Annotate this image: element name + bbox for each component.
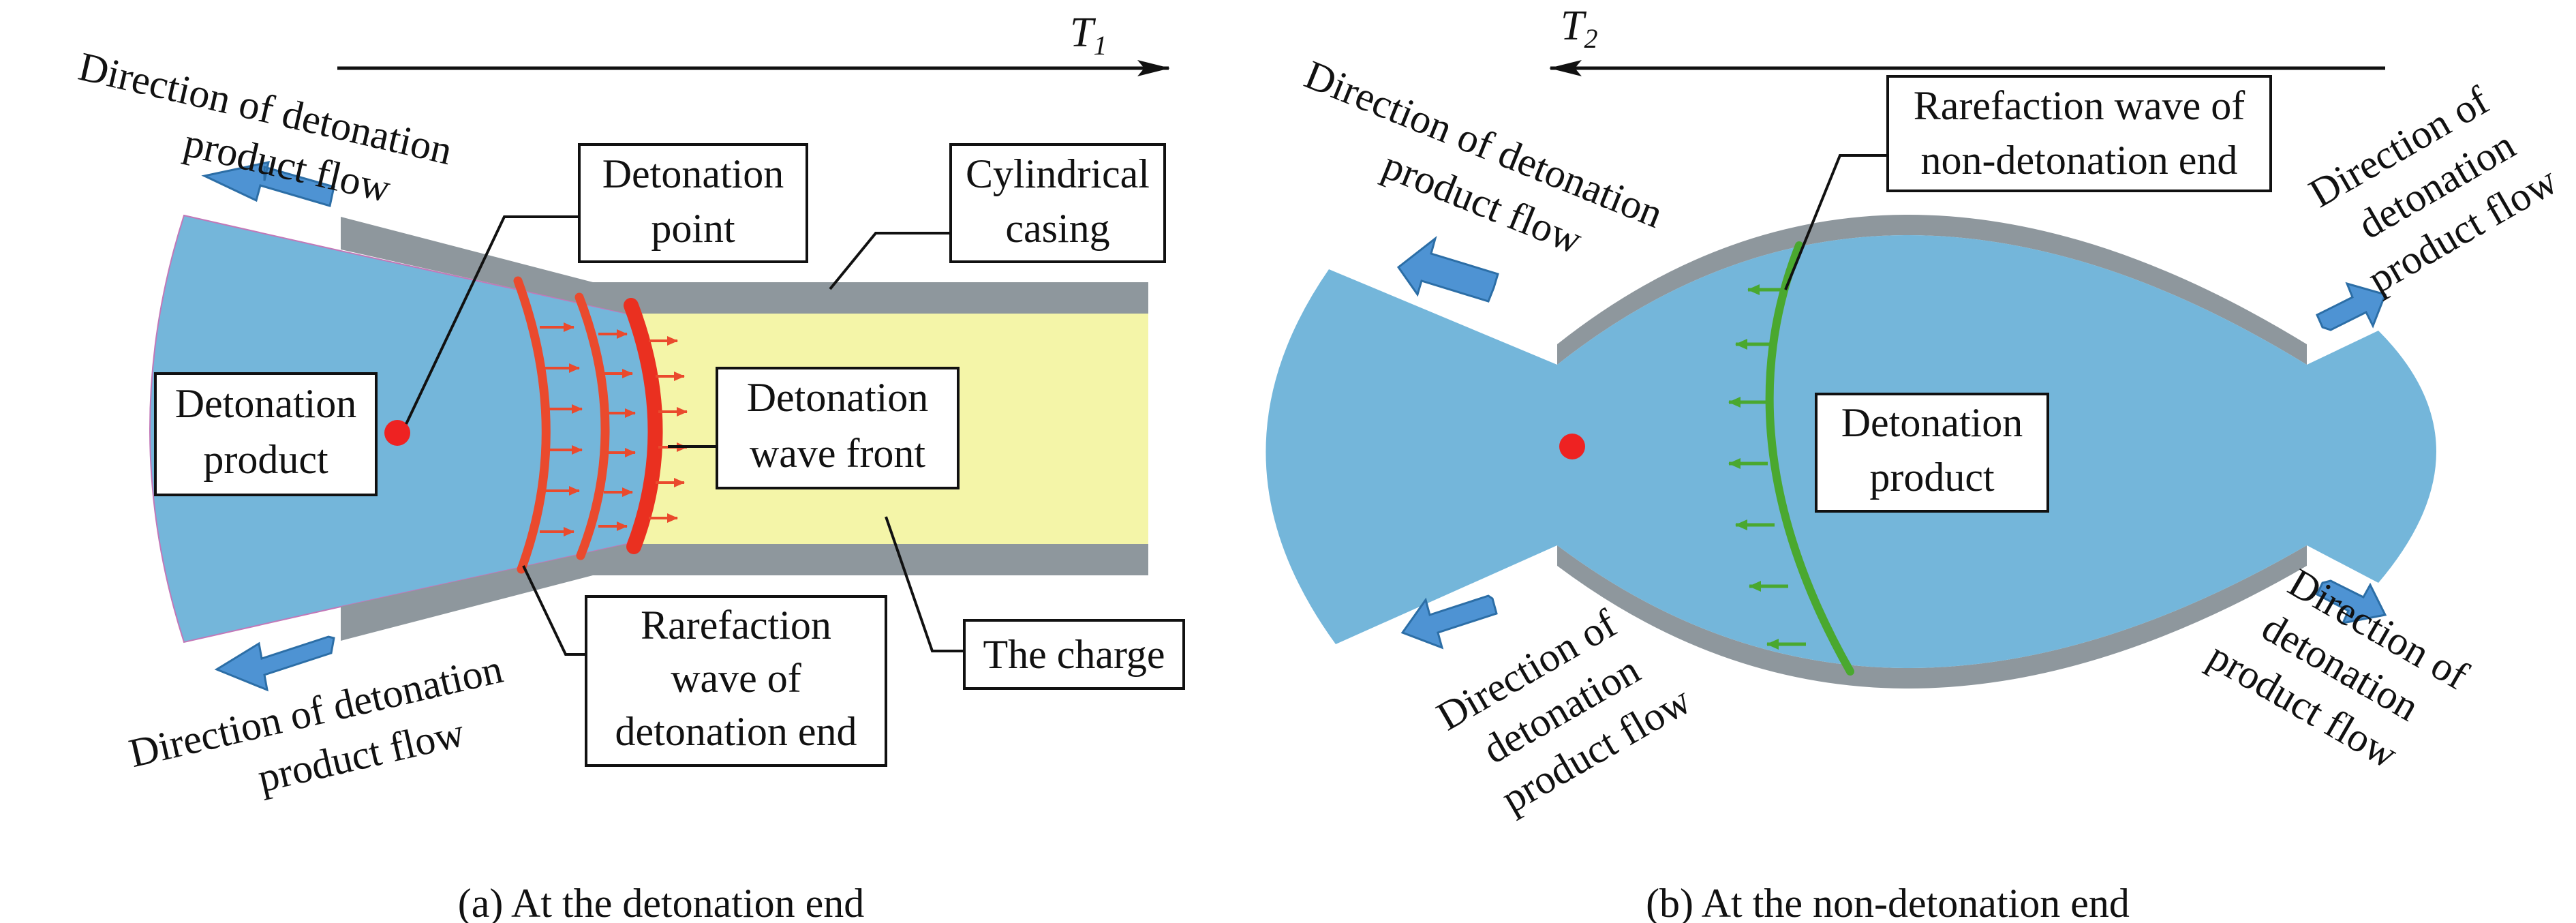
label-casing-2: casing bbox=[1005, 206, 1109, 251]
caption-a: (a) At the detonation end bbox=[458, 881, 864, 923]
flow-arrow-tr-b bbox=[2316, 282, 2387, 331]
label-product-b-1: Detonation bbox=[1841, 400, 2023, 445]
label-rarefaction-b-2: non-detonation end bbox=[1921, 138, 2238, 183]
box-detonation-product-b bbox=[1815, 393, 2049, 513]
time-label-t1: T1 bbox=[1070, 10, 1107, 61]
detonation-point-b bbox=[1559, 434, 1585, 459]
flow-arrow-bl-b bbox=[1400, 594, 1498, 650]
wave-arrows-green bbox=[1728, 284, 1806, 650]
box-rarefaction-b bbox=[1886, 75, 2272, 192]
label-product-a-1: Detonation bbox=[175, 381, 357, 426]
leader-line-rarefaction-b bbox=[1784, 154, 1888, 290]
label-rarefaction-a-1: Rarefaction bbox=[641, 603, 831, 648]
label-rarefaction-a-3: detonation end bbox=[615, 709, 857, 754]
casing-bottom bbox=[341, 544, 1148, 641]
label-wavefront-2: wave front bbox=[750, 431, 926, 476]
casing-bottom-b bbox=[1557, 545, 2307, 689]
rarefaction-wave-2 bbox=[574, 292, 610, 560]
flow-arrow-bottom-left-a bbox=[214, 635, 335, 692]
box-charge bbox=[963, 619, 1185, 690]
box-rarefaction-a bbox=[585, 595, 887, 767]
label-rarefaction-b-1: Rarefaction wave of bbox=[1914, 83, 2245, 128]
label-product-a-2: product bbox=[203, 437, 328, 482]
box-wave-front bbox=[716, 367, 960, 489]
wave-arrows-red bbox=[540, 322, 688, 536]
box-detonation-point bbox=[578, 143, 808, 263]
label-charge: The charge bbox=[983, 632, 1165, 677]
flow-arrow-br-b bbox=[2316, 579, 2387, 625]
flow-arrow-tl-b bbox=[1396, 236, 1499, 303]
casing-top-b bbox=[1557, 215, 2307, 365]
caption-b: (b) At the non-detonation end bbox=[1646, 881, 2130, 923]
box-cylindrical-casing bbox=[949, 143, 1166, 263]
panel-a: T1 bbox=[74, 10, 1185, 923]
time-label-t2: T2 bbox=[1561, 3, 1597, 54]
casing-top bbox=[341, 217, 1148, 314]
label-detonation-point-1: Detonation bbox=[602, 151, 784, 196]
rarefaction-wave-1 bbox=[513, 276, 551, 574]
flow-arrow-top-left-a bbox=[201, 161, 335, 207]
rarefaction-wave-green bbox=[1765, 241, 1854, 676]
label-detonation-point-2: point bbox=[651, 206, 735, 251]
leader-lines-a bbox=[405, 215, 964, 656]
panel-b: T2 Rarefaction wave of non-detonatio bbox=[1266, 3, 2565, 923]
label-wavefront-1: Detonation bbox=[747, 375, 929, 420]
label-casing-1: Cylindrical bbox=[966, 151, 1150, 196]
label-rarefaction-a-2: wave of bbox=[671, 656, 801, 701]
detonation-wave-front bbox=[624, 298, 663, 554]
label-product-b-2: product bbox=[1869, 455, 1995, 500]
detonation-point-a bbox=[384, 420, 410, 446]
box-detonation-product-a bbox=[154, 372, 378, 496]
